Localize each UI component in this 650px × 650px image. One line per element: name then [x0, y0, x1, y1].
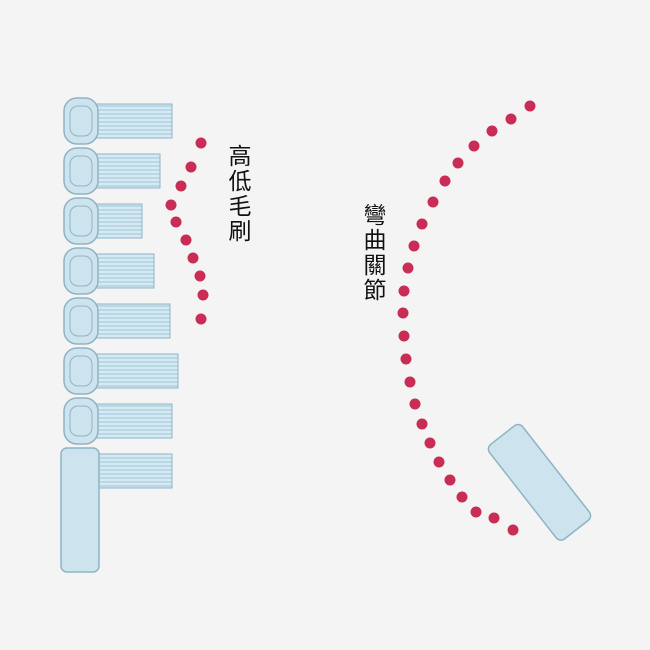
bristle-tuft — [91, 253, 155, 289]
profile-dot — [180, 234, 192, 246]
tuft-holder — [63, 97, 99, 145]
bristle-tuft — [91, 403, 173, 439]
arc-dot — [424, 437, 436, 449]
brush-handle-left — [60, 447, 100, 573]
arc-dot — [444, 474, 456, 486]
brush-handle-body — [487, 423, 592, 541]
arc-dot — [427, 196, 439, 208]
arc-dot — [468, 140, 480, 152]
tuft-holder — [63, 297, 99, 345]
label-bending-joint: 彎曲關節 — [363, 203, 387, 304]
straight-brush-head — [60, 97, 179, 573]
tuft-holder — [63, 247, 99, 295]
tuft-holder-inner — [69, 255, 93, 287]
arc-dot — [398, 285, 410, 297]
bristle-tuft — [91, 203, 143, 239]
arc-dot — [524, 100, 536, 112]
arc-dot — [507, 524, 519, 536]
bristle-tuft — [91, 353, 179, 389]
bristle-tuft — [91, 153, 161, 189]
bristle-tuft — [91, 453, 173, 489]
arc-dot — [397, 307, 409, 319]
arc-dot — [398, 330, 410, 342]
bristle-tuft — [91, 103, 173, 139]
arc-dot — [433, 456, 445, 468]
tuft-holder-inner — [69, 405, 93, 437]
profile-dot — [195, 137, 207, 149]
profile-dot — [170, 216, 182, 228]
arc-dot — [400, 353, 412, 365]
arc-dot — [470, 506, 482, 518]
tuft-holder-inner — [69, 305, 93, 337]
tuft-holder — [63, 197, 99, 245]
profile-dot — [197, 289, 209, 301]
height-profile-dots — [165, 137, 209, 325]
arc-dot — [488, 512, 500, 524]
arc-dot — [416, 218, 428, 230]
profile-dot — [165, 199, 177, 211]
arc-dot — [439, 175, 451, 187]
tuft-holder — [63, 347, 99, 395]
arc-dot — [505, 113, 517, 125]
arc-dot — [456, 491, 468, 503]
bend-arc-dots — [397, 100, 536, 536]
arc-dot — [408, 240, 420, 252]
tuft-holder-inner — [69, 355, 93, 387]
tuft-holder — [63, 147, 99, 195]
arc-dot — [402, 262, 414, 274]
tuft-holder — [63, 397, 99, 445]
profile-dot — [194, 270, 206, 282]
arc-dot — [404, 376, 416, 388]
profile-dot — [187, 252, 199, 264]
profile-dot — [185, 161, 197, 173]
tuft-holder-inner — [69, 205, 93, 237]
bristle-tuft — [91, 303, 171, 339]
arc-dot — [486, 125, 498, 137]
brush-handle-right — [487, 423, 592, 541]
arc-dot — [409, 398, 421, 410]
profile-dot — [175, 180, 187, 192]
label-high-low-bristles: 高低毛刷 — [228, 144, 252, 245]
curved-brush-head — [487, 423, 592, 541]
tuft-holder-inner — [69, 155, 93, 187]
arc-dot — [416, 418, 428, 430]
arc-dot — [452, 157, 464, 169]
tuft-holder-inner — [69, 105, 93, 137]
profile-dot — [195, 313, 207, 325]
